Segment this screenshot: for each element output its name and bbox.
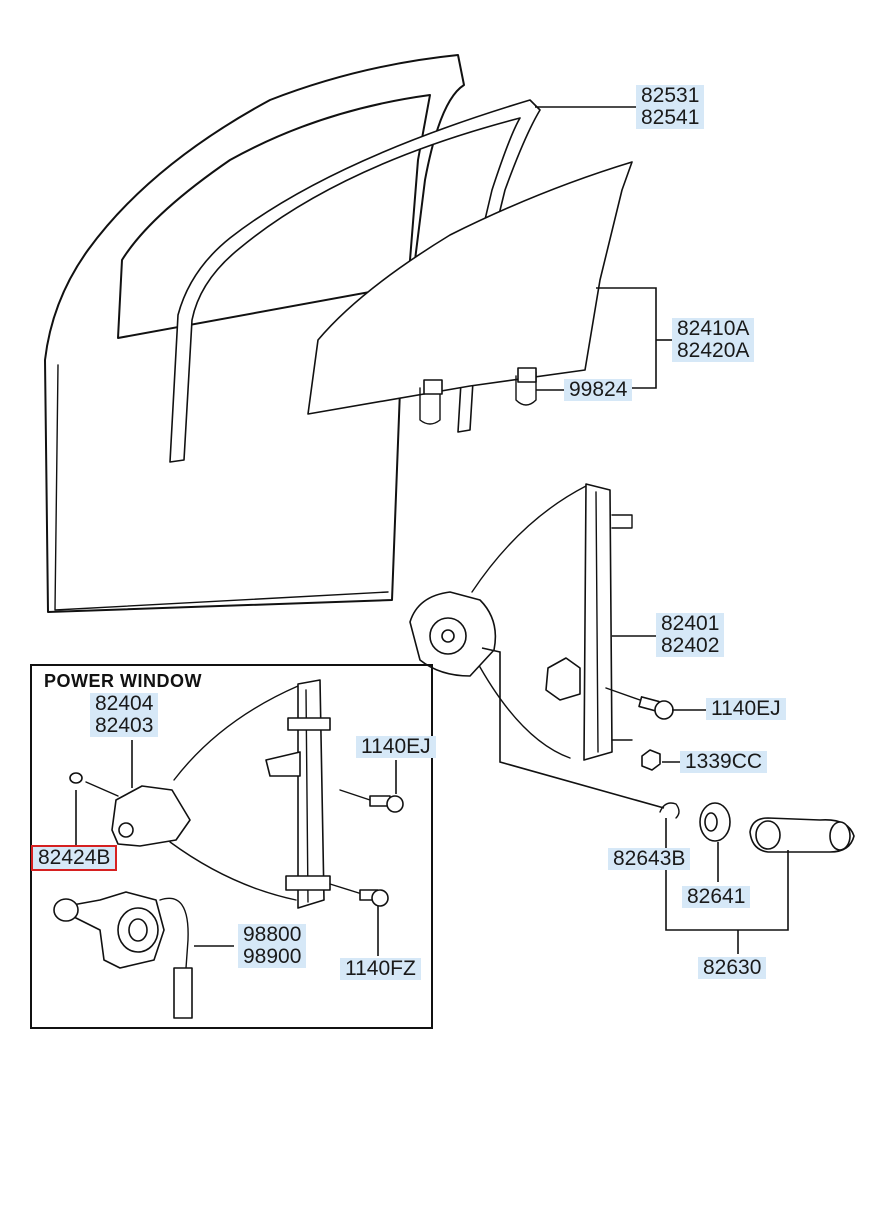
part-number: 82641 bbox=[687, 885, 746, 908]
part-number: 1339CC bbox=[685, 750, 763, 773]
label-1339CC[interactable]: 1339CC bbox=[680, 750, 768, 773]
part-number: 98900 bbox=[243, 945, 302, 968]
part-number: 82403 bbox=[95, 714, 154, 737]
part-number: 1140EJ bbox=[361, 735, 431, 758]
part-number: 82643B bbox=[613, 847, 686, 870]
part-number: 82402 bbox=[661, 634, 720, 657]
part-number: 1140EJ bbox=[711, 697, 781, 720]
window-regulator bbox=[409, 483, 665, 809]
part-number: 82404 bbox=[95, 692, 154, 715]
inset-title: POWER WINDOW bbox=[44, 671, 202, 691]
washer bbox=[699, 802, 731, 842]
label-power-1140EJ[interactable]: 1140EJ bbox=[356, 736, 436, 758]
label-98800-98900[interactable]: 98800 98900 bbox=[238, 923, 307, 968]
label-82424B[interactable]: 82424B bbox=[30, 845, 118, 871]
part-number: 99824 bbox=[569, 378, 628, 401]
label-82410A-82420A[interactable]: 82410A 82420A bbox=[672, 317, 755, 362]
label-82643B[interactable]: 82643B bbox=[608, 847, 691, 870]
part-number: 82420A bbox=[677, 339, 750, 362]
label-82404-82403[interactable]: 82404 82403 bbox=[90, 692, 159, 737]
leader-lines bbox=[535, 106, 789, 954]
label-82401-82402[interactable]: 82401 82402 bbox=[656, 612, 725, 657]
bolt-right bbox=[605, 687, 674, 720]
nut bbox=[641, 749, 661, 771]
part-number: 98800 bbox=[243, 923, 302, 946]
power-window-inset bbox=[53, 679, 404, 1019]
part-number: 1140FZ bbox=[345, 957, 416, 980]
part-number: 82630 bbox=[703, 956, 762, 979]
part-number: 82541 bbox=[641, 106, 700, 129]
label-82641[interactable]: 82641 bbox=[682, 885, 751, 908]
label-1140FZ[interactable]: 1140FZ bbox=[340, 958, 421, 980]
part-number: 82424B bbox=[38, 846, 111, 869]
label-1140EJ[interactable]: 1140EJ bbox=[706, 698, 786, 720]
label-99824[interactable]: 99824 bbox=[564, 378, 633, 401]
label-82630[interactable]: 82630 bbox=[698, 956, 767, 979]
door-panel bbox=[44, 54, 465, 613]
clip bbox=[659, 802, 680, 819]
part-number: 82410A bbox=[677, 317, 750, 340]
part-number: 82401 bbox=[661, 612, 720, 635]
window-handle bbox=[749, 817, 855, 853]
power-window-inset-frame bbox=[30, 664, 433, 1029]
door-glass bbox=[307, 161, 633, 425]
label-82531-82541[interactable]: 82531 82541 bbox=[636, 84, 705, 129]
part-number: 82531 bbox=[641, 84, 700, 107]
